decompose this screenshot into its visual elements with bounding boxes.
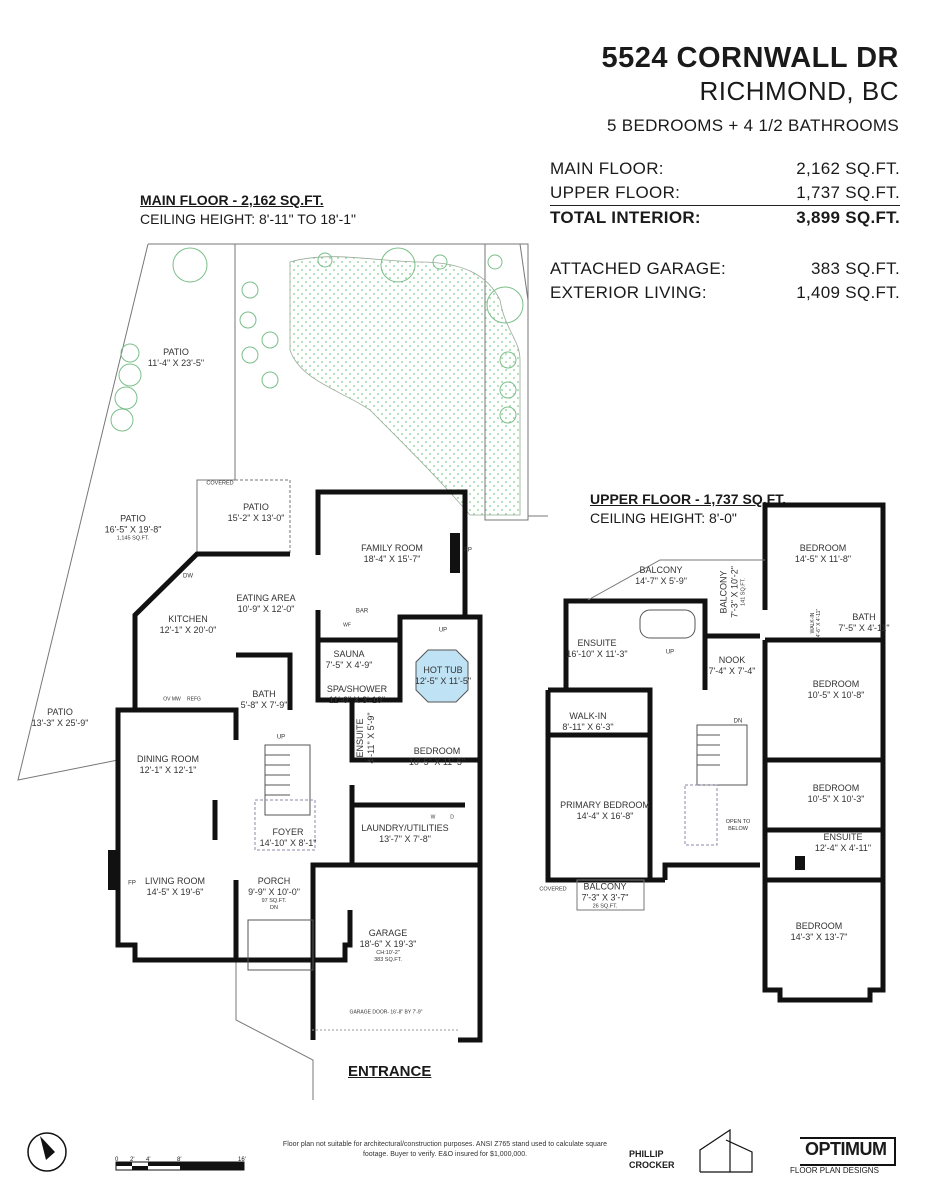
stairs-up-label: UP bbox=[276, 734, 286, 741]
upper-stairs bbox=[639, 609, 748, 846]
disclaimer: Floor plan not suitable for architectura… bbox=[282, 1141, 608, 1158]
covered-label-upper: COVERED bbox=[539, 886, 567, 893]
bar-label: BAR bbox=[355, 608, 369, 615]
fridge-label: REFG bbox=[187, 696, 201, 703]
area-value: 1,737 SQ.FT. bbox=[796, 183, 900, 202]
area-value: 3,899 SQ.FT. bbox=[796, 208, 900, 227]
fp-label-family: FP bbox=[464, 547, 472, 554]
small-balcony-rail bbox=[576, 879, 645, 911]
main-stairs bbox=[247, 744, 316, 971]
area-label: UPPER FLOOR: bbox=[550, 183, 681, 202]
area-label: ATTACHED GARAGE: bbox=[550, 259, 727, 278]
upper-floor-ceiling: CEILING HEIGHT: 8'-0" bbox=[590, 510, 737, 526]
area-row: EXTERIOR LIVING: 1,409 SQ.FT. bbox=[550, 281, 900, 305]
plants bbox=[110, 247, 524, 432]
property-address: 5524 CORNWALL DR bbox=[601, 42, 899, 74]
main-floor-walls bbox=[115, 489, 483, 1043]
logo-optimum-text: OPTIMUM bbox=[805, 1139, 887, 1159]
dryer-label: D bbox=[450, 814, 454, 821]
area-value: 2,162 SQ.FT. bbox=[796, 159, 900, 178]
main-floor-ceiling: CEILING HEIGHT: 8'-11" TO 18'-1" bbox=[140, 211, 357, 227]
entrance-label: ENTRANCE bbox=[348, 1063, 432, 1080]
covered-label: COVERED bbox=[206, 480, 234, 487]
area-label: TOTAL INTERIOR: bbox=[550, 208, 701, 227]
area-table: MAIN FLOOR: 2,162 SQ.FT. UPPER FLOOR: 1,73… bbox=[550, 157, 900, 305]
logo-phillip-crocker-text: PHILLIP CROCKER bbox=[629, 1149, 675, 1170]
upper-floor-title: UPPER FLOOR - 1,737 SQ.FT. bbox=[590, 491, 787, 507]
scale-tick: 4' bbox=[146, 1157, 151, 1163]
bed-bath-summary: 5 BEDROOMS + 4 1/2 BATHROOMS bbox=[607, 116, 899, 135]
fp-label-living: FP bbox=[128, 880, 136, 887]
area-row: MAIN FLOOR: 2,162 SQ.FT. bbox=[550, 157, 900, 181]
area-row: ATTACHED GARAGE: 383 SQ.FT. bbox=[550, 257, 900, 281]
washer-label: W bbox=[430, 814, 436, 821]
area-label: EXTERIOR LIVING: bbox=[550, 283, 707, 302]
main-floor-title: MAIN FLOOR - 2,162 SQ.FT. bbox=[140, 192, 324, 208]
yard-outline bbox=[17, 243, 548, 1100]
area-value: 1,409 SQ.FT. bbox=[796, 283, 900, 302]
dishwasher-label: DW bbox=[183, 573, 193, 580]
balcony-rail bbox=[587, 559, 765, 601]
oven-label: OV MW bbox=[163, 696, 181, 703]
dn-label-upper: DN bbox=[733, 718, 743, 725]
wine-fridge-label: WF bbox=[343, 622, 351, 629]
area-label: MAIN FLOOR: bbox=[550, 159, 664, 178]
fireplace-living bbox=[108, 850, 117, 890]
property-city: RICHMOND, BC bbox=[699, 76, 899, 106]
logo-optimum-sub: FLOOR PLAN DESIGNS bbox=[790, 1166, 879, 1175]
up-label: UP bbox=[438, 627, 448, 634]
area-row-total: TOTAL INTERIOR: 3,899 SQ.FT. bbox=[550, 206, 900, 230]
hot-tub bbox=[415, 649, 469, 703]
scale-tick: 16' bbox=[238, 1157, 246, 1163]
scale-tick: 8' bbox=[177, 1157, 182, 1163]
scale-tick: 0 bbox=[115, 1157, 119, 1163]
fireplace-family bbox=[450, 533, 460, 573]
open-to-below-label: OPEN TO BELOW bbox=[725, 819, 751, 832]
scale-tick: 2' bbox=[130, 1157, 135, 1163]
area-row: UPPER FLOOR: 1,737 SQ.FT. bbox=[550, 181, 900, 206]
garage-door-label: GARAGE DOOR- 16'-8" BY 7'-9" bbox=[349, 1009, 423, 1016]
up-label-upper: UP bbox=[665, 649, 675, 656]
area-value: 383 SQ.FT. bbox=[811, 259, 900, 278]
lawn-area bbox=[289, 256, 521, 516]
